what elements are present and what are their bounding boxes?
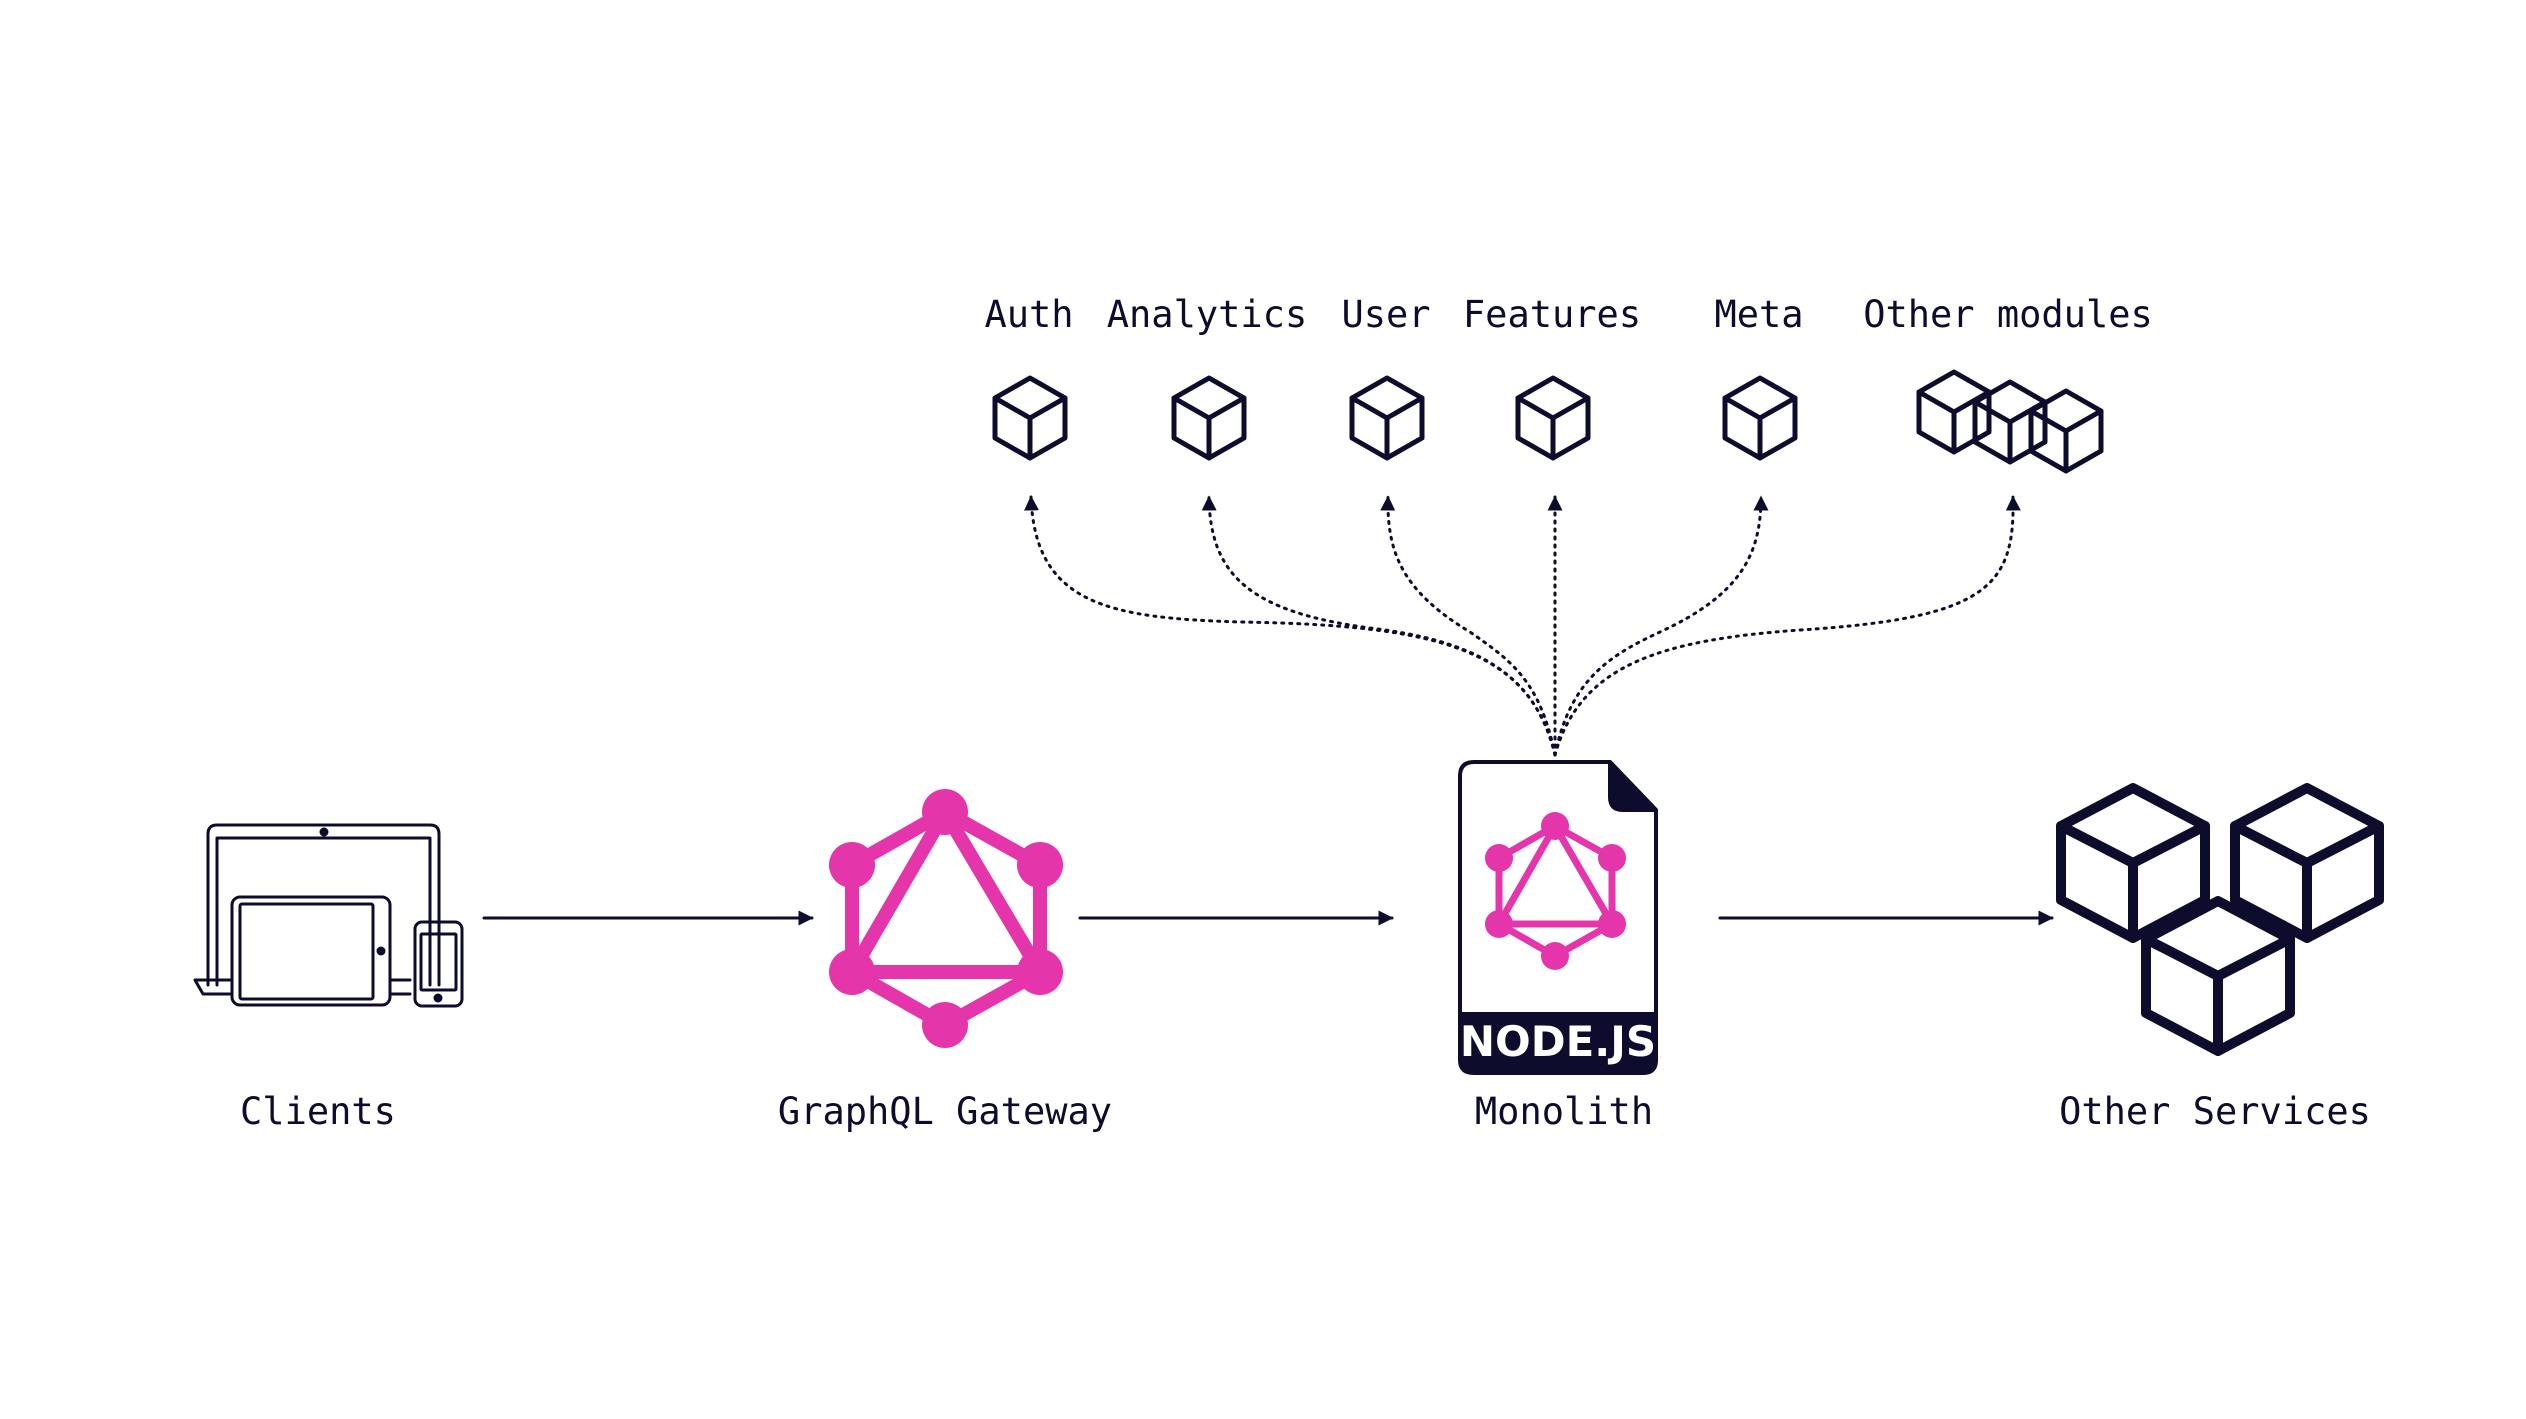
module-labels: Auth Analytics User Features Meta Other …	[984, 293, 2152, 336]
cube-icon	[2146, 901, 2290, 1051]
gateway-label: GraphQL Gateway	[778, 1090, 1112, 1133]
other-services-label: Other Services	[2059, 1090, 2371, 1133]
module-label-user: User	[1341, 293, 1430, 336]
cube-icon	[1975, 382, 2045, 462]
module-label-auth: Auth	[984, 293, 1073, 336]
cube-icon	[1725, 378, 1795, 458]
connector-other-modules	[1553, 495, 2021, 757]
module-connectors	[1024, 495, 2021, 757]
graphql-small-logo-icon	[1485, 812, 1626, 970]
cubes-group-icon	[1919, 372, 2101, 471]
cube-icon	[1352, 378, 1422, 458]
module-label-features: Features	[1463, 293, 1641, 336]
module-label-meta: Meta	[1714, 293, 1803, 336]
connector-user	[1380, 495, 1557, 757]
clients-label: Clients	[240, 1090, 396, 1133]
devices-icon	[193, 823, 464, 1008]
connector-auth	[1024, 495, 1557, 757]
cube-icon	[1518, 378, 1588, 458]
connector-meta	[1553, 495, 1769, 757]
cube-icon	[995, 378, 1065, 458]
module-label-analytics: Analytics	[1107, 293, 1307, 336]
cube-icon	[1174, 378, 1244, 458]
nodejs-file-icon: NODE.JS	[1458, 760, 1658, 1075]
graphql-logo-icon	[829, 789, 1063, 1048]
cube-icon	[2031, 391, 2101, 471]
cube-icon	[2235, 788, 2379, 938]
module-icons	[995, 372, 2101, 471]
monolith-label: Monolith	[1475, 1090, 1653, 1133]
cube-icon	[1919, 372, 1989, 452]
node-labels: Clients GraphQL Gateway Monolith Other S…	[240, 1090, 2371, 1133]
module-label-other-modules: Other modules	[1863, 293, 2153, 336]
connector-analytics	[1201, 495, 1557, 757]
nodejs-badge: NODE.JS	[1460, 1017, 1656, 1066]
cubes-icon	[2061, 788, 2379, 1051]
